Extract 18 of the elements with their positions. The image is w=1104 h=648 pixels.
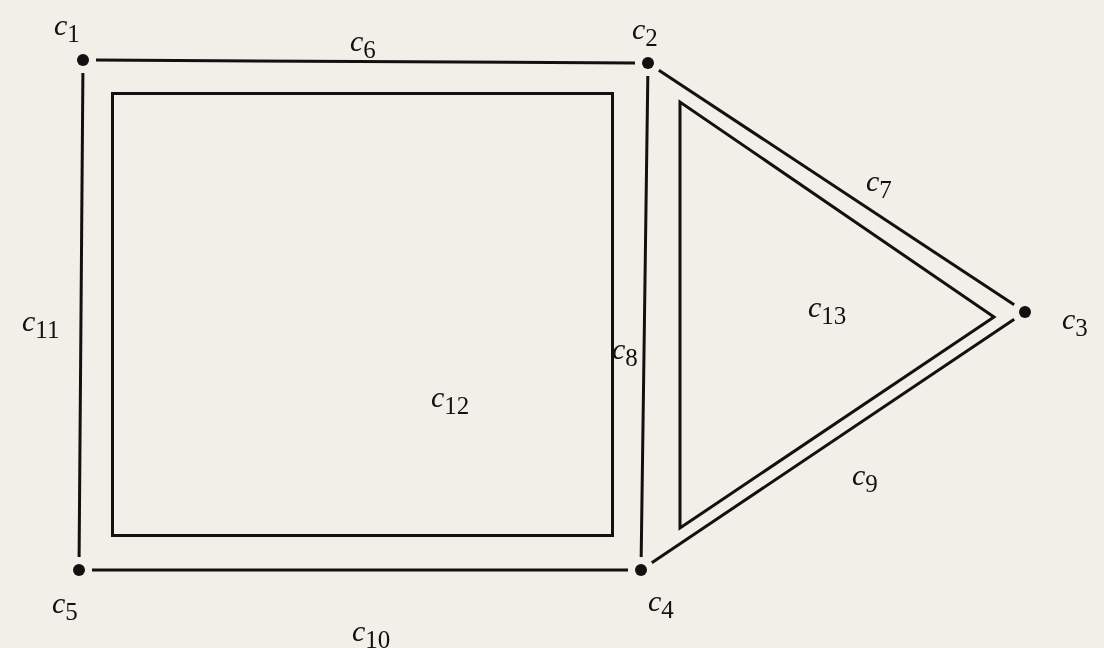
edge-line xyxy=(96,58,635,65)
cell-label: c$_{12}$ xyxy=(431,382,470,418)
cell-label: c$_{2}$ xyxy=(632,14,658,50)
cell-label: c$_{1}$ xyxy=(54,10,80,46)
cell-label: c$_{4}$ xyxy=(648,586,674,622)
cell-label: c$_{3}$ xyxy=(1062,304,1088,340)
edge-line xyxy=(650,318,1016,564)
edge-line xyxy=(77,73,85,557)
edge-label: c$_{10}$ xyxy=(352,616,391,648)
edge-label: c$_{7}$ xyxy=(866,166,892,202)
edge-line xyxy=(92,568,628,572)
edge-label: c$_{6}$ xyxy=(350,26,376,62)
cell-label: c$_{13}$ xyxy=(808,292,847,328)
edge-line xyxy=(658,68,1015,307)
cell-label: c$_{5}$ xyxy=(52,588,78,624)
edge-line xyxy=(639,75,650,558)
edge-label: c$_{11}$ xyxy=(22,306,60,342)
edge-label: c$_{9}$ xyxy=(852,460,878,496)
